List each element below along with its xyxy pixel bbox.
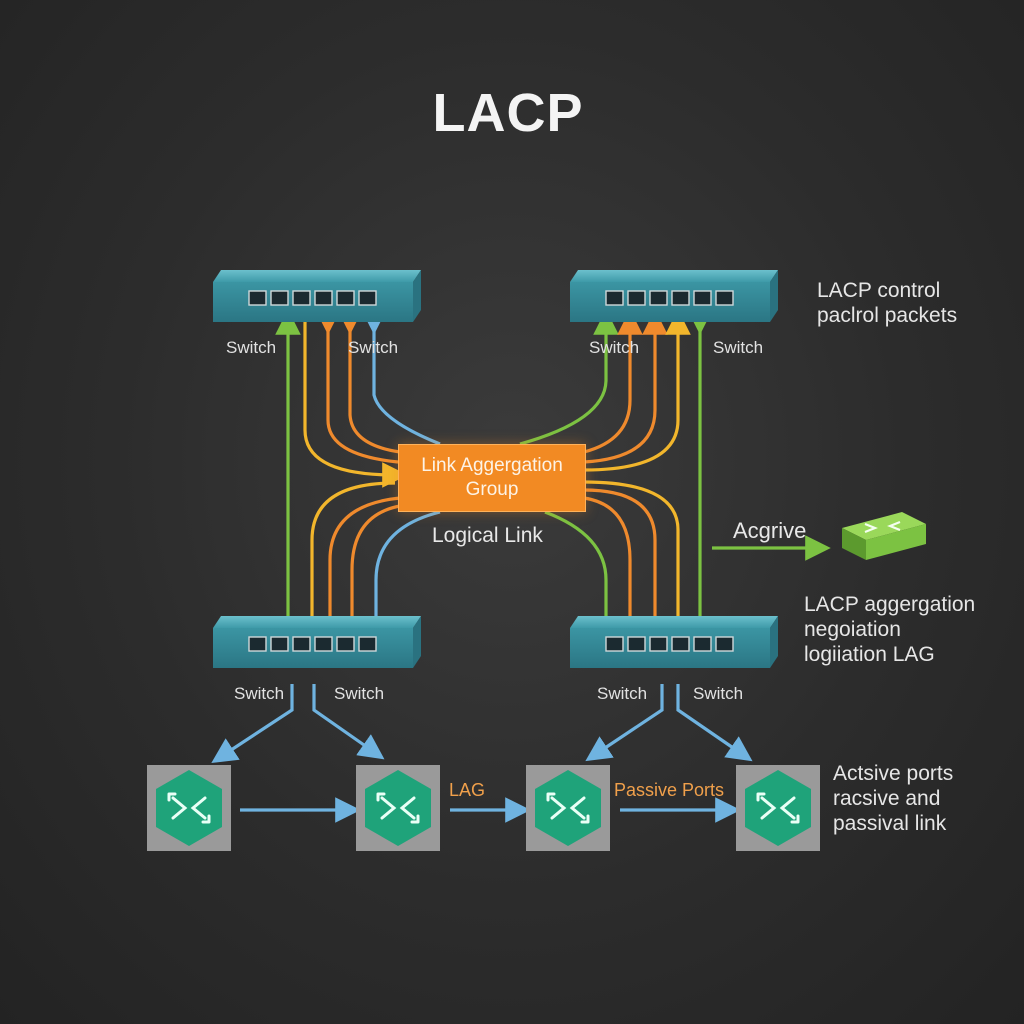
note-control-packets: LACP control paclrol packets <box>817 279 958 327</box>
arrow-sw-br-a <box>585 684 664 762</box>
right-links <box>519 309 831 651</box>
network-node-1 <box>147 765 231 851</box>
switch-label: Switch <box>348 338 399 357</box>
link-blue-left-a <box>361 309 441 446</box>
link-yellow-right-a <box>583 309 691 472</box>
switch-label: Switch <box>234 684 285 703</box>
agrive-label: Acgrive <box>733 518 807 543</box>
arrow-sw-br-b <box>676 684 753 762</box>
link-orange-left-d <box>339 504 401 651</box>
network-node-3 <box>526 765 610 851</box>
passive-ports-label: Passive Ports <box>614 780 725 800</box>
network-node-icon <box>743 768 813 848</box>
switch-label: Switch <box>713 338 764 357</box>
link-orange-left-c <box>317 496 401 651</box>
lag-box-label: Link Aggergation Group <box>421 455 563 500</box>
page-title: LACP <box>432 83 584 143</box>
switch-bottom-right <box>569 615 779 669</box>
link-yellow-right-b <box>583 480 691 651</box>
link-orange-right-c <box>583 496 643 651</box>
network-node-icon <box>154 768 224 848</box>
switch-label: Switch <box>226 338 277 357</box>
lag-label: LAG <box>449 780 486 800</box>
arrow-sw-bl-b <box>312 684 385 760</box>
link-orange-right-a <box>583 309 643 454</box>
left-links <box>275 309 441 651</box>
arrow-sw-bl-a <box>211 684 294 764</box>
network-node-icon <box>363 768 433 848</box>
link-yellow-left-b <box>299 481 396 651</box>
network-node-2 <box>356 765 440 851</box>
network-node-4 <box>736 765 820 851</box>
switch-label: Switch <box>589 338 640 357</box>
link-green-right-a <box>519 309 619 446</box>
logical-link-label: Logical Link <box>432 524 543 547</box>
switch-bottom-left <box>212 615 422 669</box>
link-green-right-b <box>544 510 619 651</box>
link-orange-left-a <box>315 309 399 464</box>
switch-top-left <box>212 269 422 323</box>
switch-label: Switch <box>334 684 385 703</box>
link-orange-right-b <box>583 309 668 464</box>
link-orange-left-b <box>337 309 401 454</box>
green-switch-icon <box>842 512 926 560</box>
link-aggregation-group-box: Link Aggergation Group <box>398 444 586 512</box>
note-ports: Actsive ports racsive and passival link <box>833 762 954 835</box>
link-blue-left-b <box>363 510 441 651</box>
link-yellow-left-a <box>303 322 408 488</box>
network-node-icon <box>533 768 603 848</box>
node-arrows <box>211 684 753 823</box>
switch-label: Switch <box>693 684 744 703</box>
switch-top-right <box>569 269 779 323</box>
link-orange-right-d <box>583 488 668 651</box>
switch-label: Switch <box>597 684 648 703</box>
note-negotiation: LACP aggergation negoiation logiiation L… <box>804 593 976 666</box>
